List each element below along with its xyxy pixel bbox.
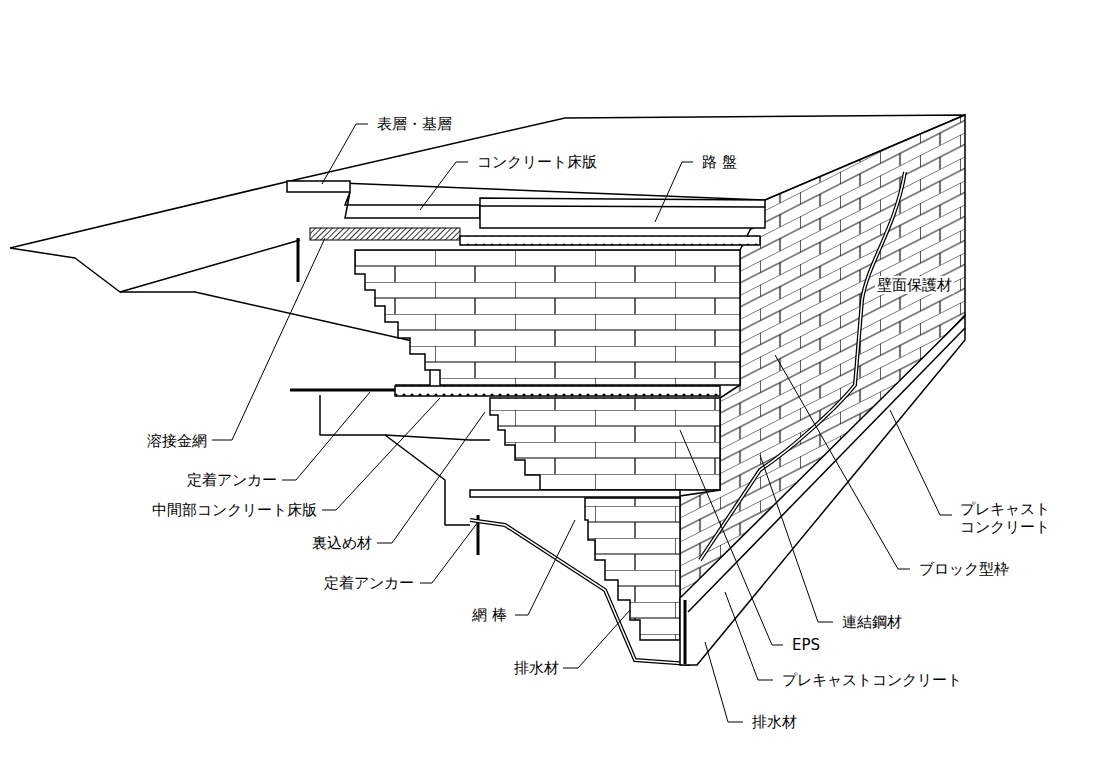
eps-lower-tier bbox=[585, 498, 680, 640]
part-label: 表層・基層 bbox=[375, 115, 454, 133]
welded-mesh bbox=[310, 228, 460, 240]
roadbed bbox=[480, 198, 765, 228]
part-label: 排水材 bbox=[750, 713, 799, 731]
part-label: プレキャスト コンクリート bbox=[958, 500, 1058, 536]
part-label: 壁面保護材 bbox=[875, 276, 954, 294]
part-label: EPS bbox=[790, 636, 822, 654]
drain-side bbox=[684, 600, 687, 664]
part-label: 網 棒 bbox=[470, 606, 509, 624]
part-label: 溶接金網 bbox=[145, 432, 209, 450]
part-label: 裏込め材 bbox=[310, 534, 374, 552]
eps-upper-tier bbox=[355, 250, 740, 385]
upper-precast-slab bbox=[460, 236, 760, 245]
part-label: 中間部コンクリート床版 bbox=[150, 501, 319, 519]
lower-slab bbox=[470, 490, 680, 497]
concrete-slab bbox=[345, 192, 480, 218]
precast-panel bbox=[680, 316, 965, 665]
drain-bottom-inner bbox=[470, 520, 690, 664]
surface-layer bbox=[287, 181, 350, 192]
part-label: 排水材 bbox=[512, 659, 561, 677]
part-label: 連結鋼材 bbox=[840, 613, 904, 631]
part-label: 定着アンカー bbox=[322, 574, 416, 592]
part-label: ブロック型枠 bbox=[917, 560, 1011, 578]
part-label: コンクリート床版 bbox=[475, 153, 599, 171]
leader-lines bbox=[212, 124, 952, 722]
drain-bottom bbox=[470, 520, 690, 664]
middle-concrete-slab bbox=[395, 386, 720, 396]
part-label: 路 盤 bbox=[700, 153, 739, 171]
part-label: 定着アンカー bbox=[185, 471, 279, 489]
part-label: プレキャストコンクリート bbox=[780, 671, 964, 689]
